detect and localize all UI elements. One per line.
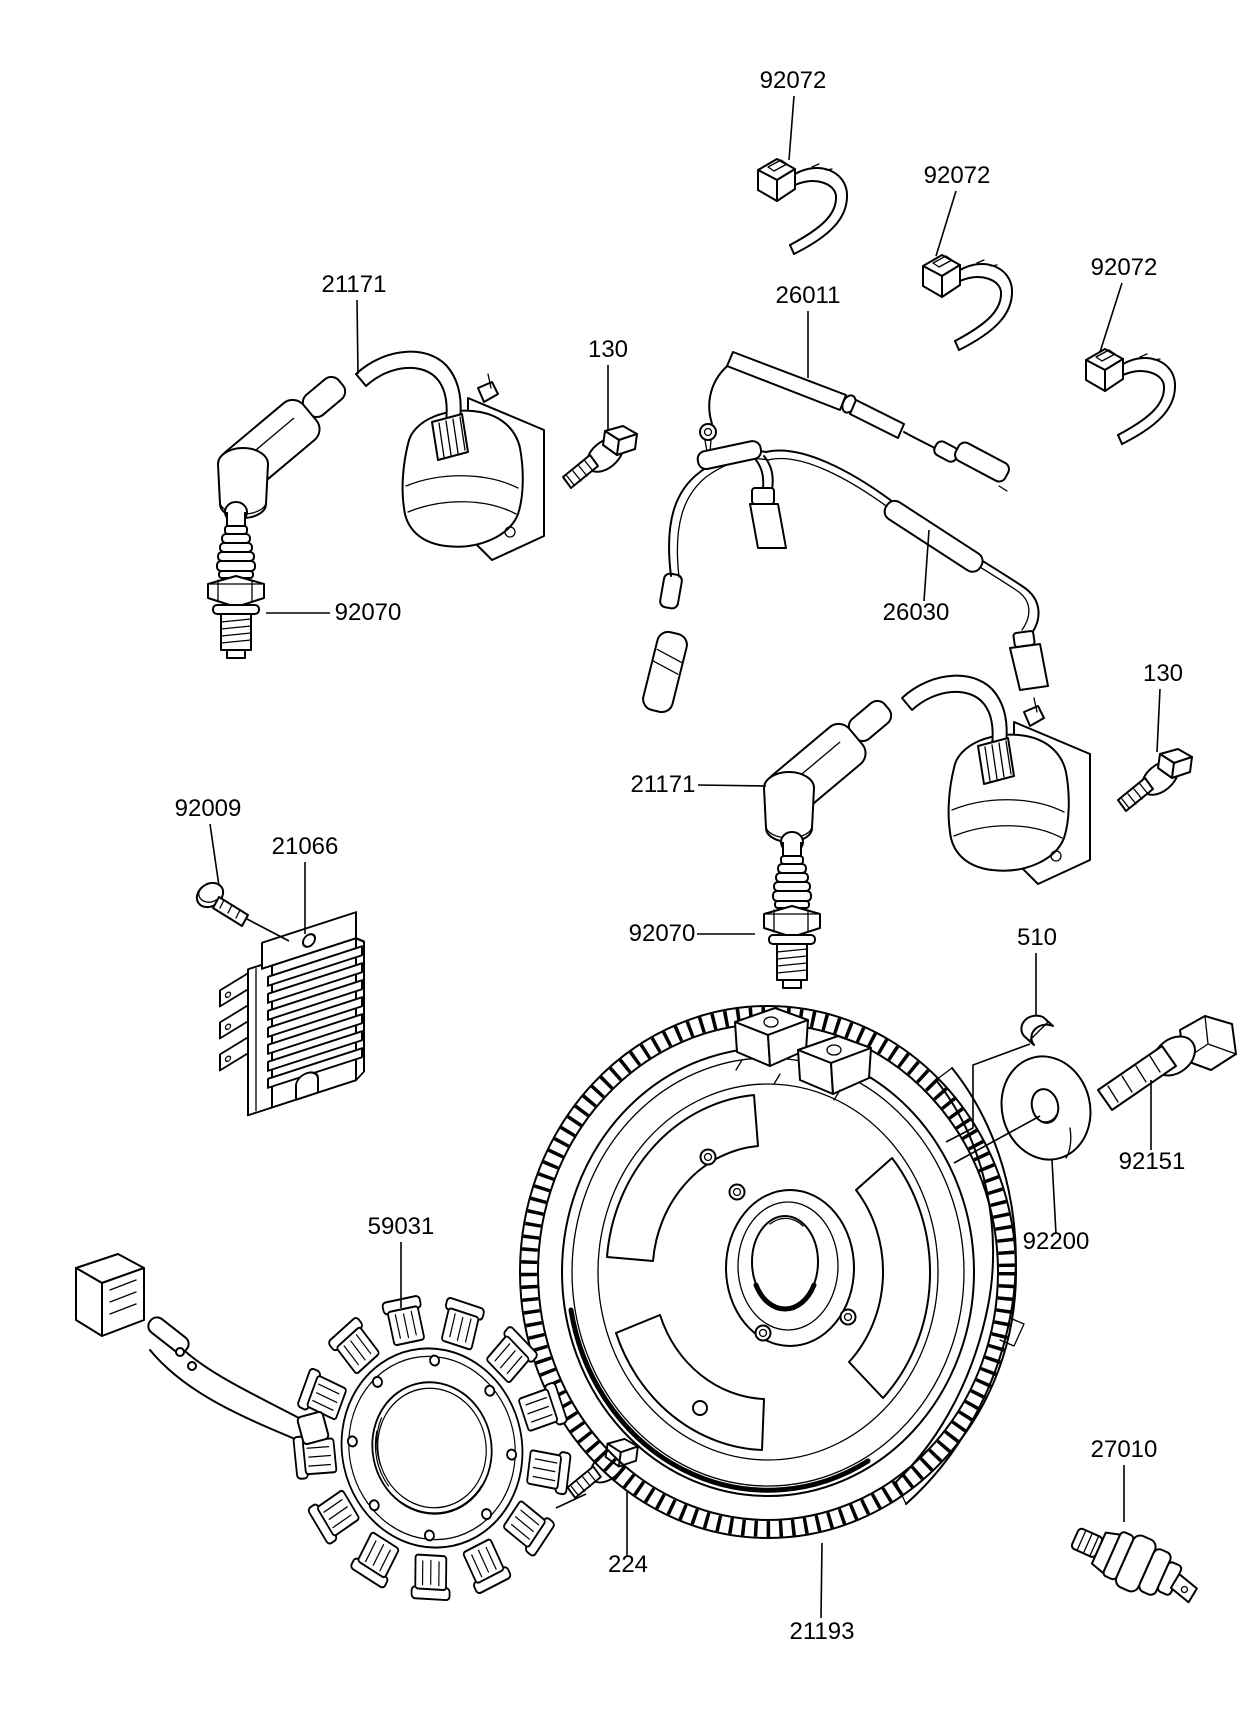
bolt-130-right (1117, 748, 1193, 812)
cable-tie-1 (757, 158, 849, 255)
spark-plug-right (763, 831, 821, 989)
callout-224: 224 (608, 1551, 648, 1578)
callout-130-left: 130 (588, 336, 628, 363)
ignition-coil-left (213, 350, 546, 561)
cable-tie-3 (1085, 348, 1177, 445)
callout-92009: 92009 (175, 795, 242, 822)
callout-21171-right: 21171 (631, 771, 696, 798)
callout-92072-2: 92072 (924, 162, 991, 189)
screw-92009 (195, 881, 249, 927)
callout-92072-1: 92072 (760, 67, 827, 94)
cable-tie-2 (922, 254, 1014, 351)
wire-lead-26030 (642, 440, 1049, 714)
callout-92200: 92200 (1023, 1228, 1090, 1255)
stator-connector (75, 1253, 145, 1337)
spark-plug-left (207, 501, 265, 659)
callout-92070-right: 92070 (629, 920, 696, 947)
callout-21193: 21193 (790, 1618, 855, 1645)
callout-59031: 59031 (368, 1213, 435, 1240)
flywheel-21193 (519, 1005, 1025, 1539)
callout-92151: 92151 (1119, 1148, 1186, 1175)
callout-21066: 21066 (272, 833, 339, 860)
stator-59031 (75, 1253, 572, 1602)
callout-130-right: 130 (1143, 660, 1183, 687)
ignition-coil-right (759, 674, 1091, 885)
callout-26030: 26030 (883, 599, 950, 626)
callout-27010: 27010 (1091, 1436, 1158, 1463)
bolt-92151 (1097, 1015, 1237, 1111)
wire-lead-26011 (699, 351, 1010, 492)
oil-pressure-switch-27010 (1070, 1527, 1198, 1604)
woodruff-key-510 (1020, 1014, 1054, 1046)
callout-92070-left: 92070 (335, 599, 402, 626)
callout-510: 510 (1017, 924, 1057, 951)
callout-92072-3: 92072 (1091, 254, 1158, 281)
callout-26011: 26011 (776, 282, 841, 309)
leader-lines (209, 95, 1161, 1619)
flywheel-magnet-blocks (734, 1007, 872, 1101)
bolt-130-left (562, 425, 638, 489)
regulator-21066 (219, 911, 365, 1117)
callout-21171-left: 21171 (322, 271, 387, 298)
washer-92200 (1000, 1055, 1092, 1161)
